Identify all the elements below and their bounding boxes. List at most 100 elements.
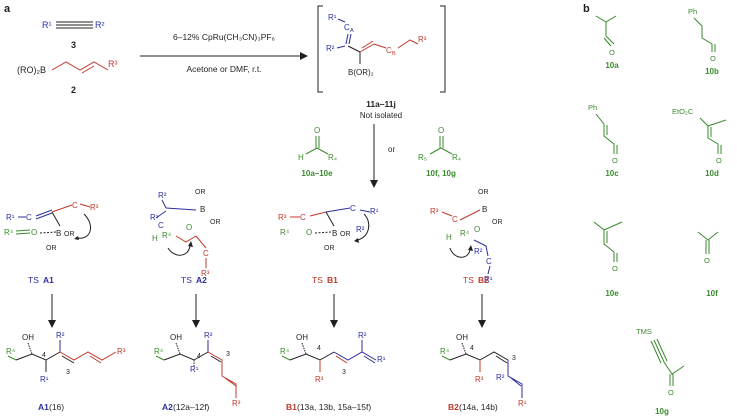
product-b2-name: B2 <box>448 402 459 412</box>
intermediate-11: R¹ C A R² B(OR)₂ C B R³ 11a–11j Not isol… <box>317 5 446 120</box>
ts-a2-prefix: TS <box>181 275 192 285</box>
svg-text:O: O <box>306 228 312 237</box>
svg-text:R¹: R¹ <box>6 213 15 222</box>
product-a2-detail: (12a–12f) <box>173 402 210 412</box>
svg-text:R¹: R¹ <box>328 13 337 22</box>
svg-text:H: H <box>298 153 304 162</box>
compound-10g: TMS O 10g <box>636 327 685 416</box>
svg-text:R²: R² <box>56 331 65 340</box>
svg-text:C: C <box>344 23 350 32</box>
svg-text:OR: OR <box>210 219 221 226</box>
alkyne-number: 3 <box>71 40 76 50</box>
svg-text:C: C <box>350 204 356 213</box>
ts-b1-structure: R³ C C R¹ R⁴ O B OR OR R² <box>278 204 379 252</box>
svg-text:R⁴: R⁴ <box>440 347 450 356</box>
svg-text:R²: R² <box>356 225 365 234</box>
svg-text:4: 4 <box>317 345 321 352</box>
svg-text:C: C <box>203 249 209 258</box>
alkyne-r1: R¹ <box>42 20 52 30</box>
intermediate-label: 11a–11j <box>366 99 396 109</box>
svg-text:R²: R² <box>474 247 483 256</box>
ts-b2-prefix: TS <box>463 275 474 285</box>
product-b2-structure: OH R⁴ R³ 4 3 R² R¹ <box>440 333 527 408</box>
compound-10e: O 10e <box>593 221 623 298</box>
svg-text:B: B <box>392 51 396 57</box>
svg-text:R₄: R₄ <box>328 153 337 162</box>
aldehyde-addition-arrow: O H R₄ 10a–10e or O R₅ R₄ 10f, 10g <box>298 124 461 188</box>
svg-text:O: O <box>612 156 618 165</box>
svg-text:O: O <box>710 54 716 63</box>
reaction-arrow: 6–12% CpRu(CH₃CN)₃PF₆ Acetone or DMF, r.… <box>140 32 308 74</box>
svg-text:R³: R³ <box>315 375 324 384</box>
borane-chain <box>51 61 109 71</box>
product-a1-detail: (16) <box>49 402 64 412</box>
svg-text:R³: R³ <box>117 347 126 356</box>
svg-text:10a: 10a <box>605 61 619 70</box>
svg-text:C: C <box>26 213 32 222</box>
svg-text:OR: OR <box>492 219 503 226</box>
conditions-catalyst: 6–12% CpRu(CH₃CN)₃PF₆ <box>173 32 275 42</box>
svg-text:R¹: R¹ <box>40 375 49 384</box>
svg-text:O: O <box>31 228 37 237</box>
svg-text:10e: 10e <box>605 289 619 298</box>
ts-a1-structure: R¹ C C R³ R⁴ O B OR OR <box>4 201 99 252</box>
svg-text:H: H <box>446 233 452 242</box>
aldehyde-or: or <box>388 145 395 154</box>
svg-text:3: 3 <box>226 351 230 358</box>
panel-b-label: b <box>583 3 590 15</box>
compound-10d: EtO₂C O 10d <box>672 107 727 178</box>
svg-text:R⁴: R⁴ <box>4 228 14 237</box>
svg-text:R²: R² <box>326 44 335 53</box>
svg-text:O: O <box>438 126 444 135</box>
svg-text:OR: OR <box>478 189 489 196</box>
compound-10a: O 10a <box>595 15 619 70</box>
svg-text:O: O <box>186 223 192 232</box>
svg-text:C: C <box>486 257 492 266</box>
svg-text:R⁴: R⁴ <box>6 347 16 356</box>
svg-text:OR: OR <box>195 189 206 196</box>
panel-a-label: a <box>4 3 11 15</box>
compound-10b: Ph O 10b <box>688 7 719 76</box>
product-b1-name: B1 <box>286 402 297 412</box>
svg-text:R¹: R¹ <box>190 365 199 374</box>
aldehyde-left-label: 10a–10e <box>301 169 333 178</box>
svg-text:R²: R² <box>358 331 367 340</box>
conditions-solvent: Acetone or DMF, r.t. <box>186 64 261 74</box>
svg-text:10d: 10d <box>705 169 719 178</box>
svg-text:A: A <box>350 28 354 34</box>
product-a1-structure: OH R⁴ 4 R¹ R² 3 R³ <box>6 331 126 384</box>
svg-text:R¹: R¹ <box>150 213 159 222</box>
ts-a2-structure: OR B OR R² R¹ C H R⁴ O C R³ <box>150 189 221 278</box>
svg-text:R³: R³ <box>201 269 210 278</box>
svg-text:4: 4 <box>197 353 201 360</box>
svg-text:R¹: R¹ <box>518 399 527 408</box>
svg-text:R₅: R₅ <box>418 153 427 162</box>
svg-text:O: O <box>716 156 722 165</box>
svg-text:O: O <box>668 388 674 397</box>
compound-10c: Ph O 10c <box>588 103 619 178</box>
svg-text:R²: R² <box>496 373 505 382</box>
ts-b2-name: B2 <box>478 275 489 285</box>
svg-text:OH: OH <box>22 333 34 342</box>
product-b1-structure: OH R⁴ R³ 4 3 R² R¹ <box>280 331 386 384</box>
ts-b1-prefix: TS <box>312 275 323 285</box>
svg-text:R¹: R¹ <box>370 207 379 216</box>
svg-text:R⁴: R⁴ <box>280 347 290 356</box>
svg-text:O: O <box>609 48 615 57</box>
svg-text:C: C <box>386 46 392 55</box>
svg-text:OR: OR <box>340 231 351 238</box>
svg-text:10g: 10g <box>655 407 669 416</box>
svg-text:C: C <box>72 201 78 210</box>
ts-b1-name: B1 <box>327 275 338 285</box>
svg-text:R³: R³ <box>278 213 287 222</box>
product-b1-detail: (13a, 13b, 15a–15f) <box>297 402 371 412</box>
svg-text:OH: OH <box>456 333 468 342</box>
svg-text:C: C <box>158 221 164 230</box>
svg-text:R³: R³ <box>418 35 427 44</box>
svg-text:OR: OR <box>46 245 57 252</box>
svg-text:R⁴: R⁴ <box>280 228 290 237</box>
ts-b2-structure: OR B OR R³ C H R⁴ O R² C R¹ <box>430 189 503 284</box>
svg-text:R₄: R₄ <box>452 153 461 162</box>
compound-10f: O 10f <box>697 231 719 298</box>
svg-text:O: O <box>704 256 710 265</box>
